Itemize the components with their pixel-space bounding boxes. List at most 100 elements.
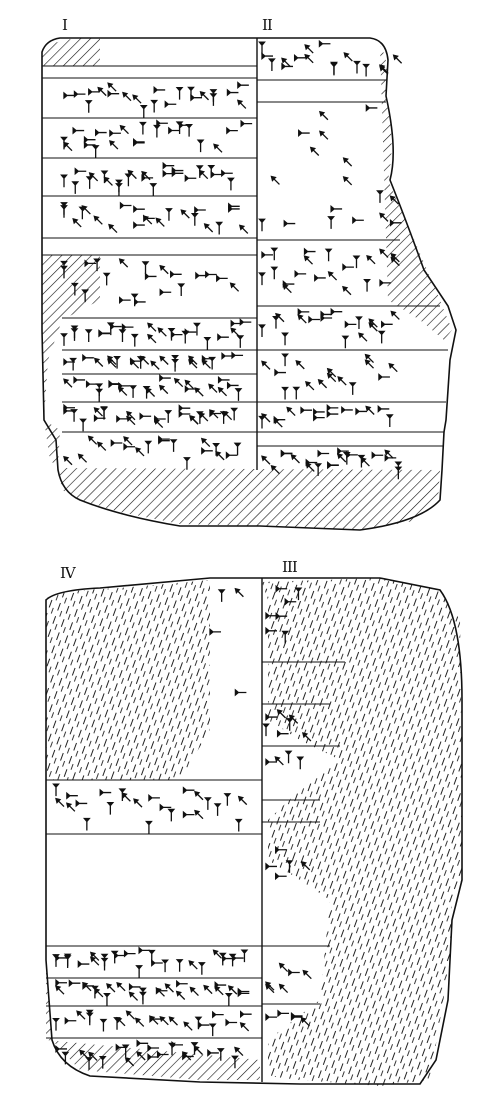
wedge-mark [300, 1017, 311, 1027]
wedge-mark [360, 457, 370, 467]
wedge-mark [156, 119, 168, 128]
wedge-mark [207, 1049, 219, 1057]
wedge-mark [183, 1021, 193, 1031]
wedge-mark [212, 443, 220, 456]
wedge-mark [342, 263, 354, 271]
wedge-mark [157, 327, 167, 337]
wedge-mark [175, 121, 184, 135]
wedge-mark [150, 99, 159, 113]
wedge-mark [265, 626, 277, 635]
wedge-mark [362, 63, 370, 77]
wedge-mark [63, 455, 73, 466]
wedge-mark [66, 791, 78, 800]
wedge-mark [379, 248, 389, 258]
wedge-mark [366, 254, 376, 265]
wedge-mark [136, 356, 145, 369]
wedge-mark [119, 124, 129, 135]
wedge-mark [270, 266, 279, 280]
wedge-mark [158, 436, 170, 445]
wedge-mark [72, 126, 85, 135]
wedge-mark [75, 799, 88, 808]
wedge-mark [180, 209, 190, 219]
wedge-mark [176, 979, 188, 988]
wedge-mark [281, 353, 289, 367]
wedge-mark [203, 797, 212, 810]
wedge-mark [284, 597, 297, 606]
wedge-mark [83, 141, 96, 149]
wedge-mark [96, 441, 107, 451]
wedge-mark [274, 756, 284, 766]
wedge-mark [221, 169, 233, 178]
wedge-mark [171, 166, 184, 175]
wedge-mark [213, 143, 223, 153]
wedge-mark [275, 612, 288, 621]
wedge-mark [74, 167, 87, 176]
wedge-mark [144, 272, 157, 281]
wedge-mark [296, 756, 305, 770]
wedge-mark [60, 174, 68, 188]
wedge-mark [162, 161, 175, 170]
wedge-mark [183, 457, 191, 470]
wedge-mark [371, 451, 384, 460]
wedge-mark [203, 337, 212, 350]
wedge-mark [70, 282, 79, 296]
wedge-mark [95, 383, 104, 397]
wedge-mark [55, 954, 67, 962]
wedge-mark [184, 379, 194, 390]
wedge-mark [281, 332, 289, 346]
wedge-mark [52, 1017, 60, 1031]
wedge-mark [388, 362, 398, 373]
wedge-mark [194, 790, 204, 801]
wedge-mark [135, 447, 145, 457]
wedge-mark [281, 57, 291, 67]
wedge-mark [124, 1056, 135, 1067]
wedge-mark [109, 140, 119, 150]
wedge-mark [117, 386, 128, 396]
wedge-mark [110, 322, 122, 331]
wedge-mark [108, 223, 118, 234]
wedge-mark [116, 415, 128, 423]
wedge-mark [313, 408, 325, 416]
wedge-mark [314, 463, 323, 476]
wedge-mark [216, 274, 228, 283]
wedge-mark [136, 1051, 146, 1061]
wedge-mark [208, 383, 218, 393]
wedge-mark [55, 1045, 67, 1053]
wedge-mark [118, 381, 130, 390]
wedge-mark [390, 310, 400, 320]
wedge-mark [385, 414, 394, 427]
wedge-mark [139, 121, 147, 135]
wedge-mark [177, 283, 186, 297]
wedge-mark [73, 376, 86, 384]
wedge-mark [63, 141, 73, 152]
wedge-mark [236, 335, 245, 348]
wedge-mark [285, 718, 294, 731]
wedge-mark [85, 1057, 93, 1070]
wedge-mark [84, 329, 93, 342]
wedge-mark [357, 454, 366, 468]
wedge-mark [119, 201, 132, 210]
wedge-mark [346, 450, 358, 459]
wedge-mark [348, 382, 357, 395]
wedge-mark [215, 221, 224, 235]
wedge-mark [159, 264, 169, 275]
wedge-mark [159, 355, 169, 365]
wedge-mark [358, 332, 368, 342]
wedge-mark [330, 61, 338, 75]
wedge-mark [139, 105, 148, 118]
wedge-mark [219, 411, 228, 424]
wedge-mark [84, 259, 97, 268]
wedge-mark [79, 418, 87, 432]
wedge-mark [93, 407, 103, 417]
wedge-mark [381, 320, 393, 329]
wedge-mark [208, 1023, 217, 1037]
wedge-mark [261, 251, 273, 259]
wedge-mark [272, 316, 280, 329]
wedge-mark [107, 82, 117, 92]
wedge-mark [268, 58, 276, 72]
wedge-mark [64, 1016, 77, 1025]
wedge-mark [261, 52, 273, 60]
wedge-mark [130, 333, 139, 347]
wedge-mark [274, 368, 286, 377]
wedge-mark [330, 205, 343, 213]
